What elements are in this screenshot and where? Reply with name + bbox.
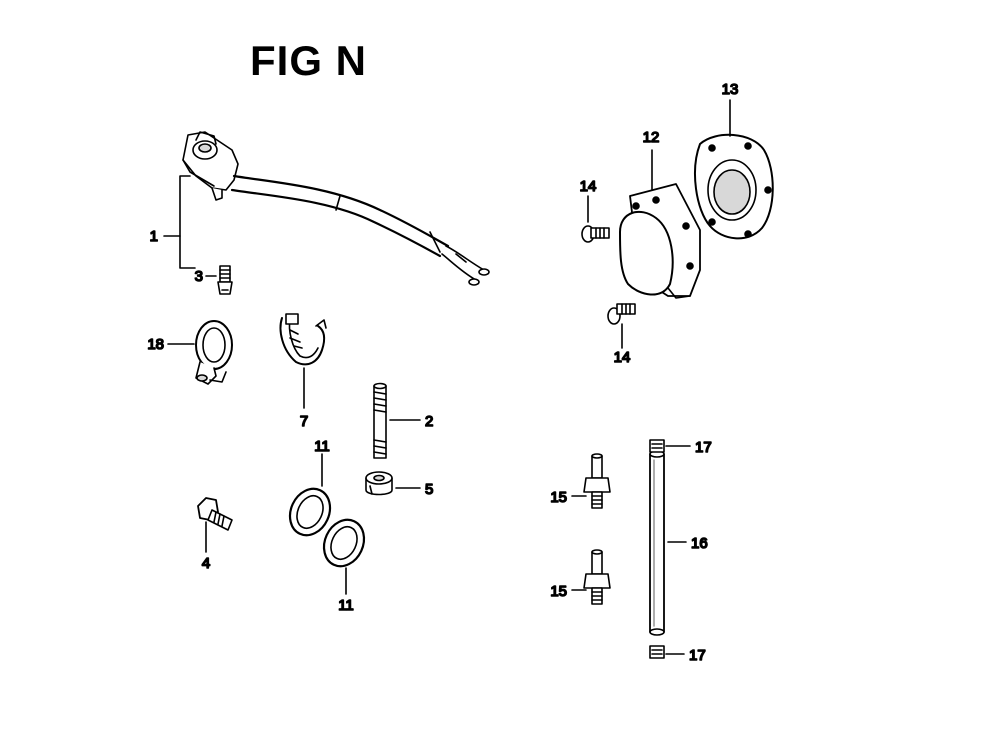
part-4-bolt <box>197 497 233 531</box>
callout-11-upper: 11 <box>314 438 330 455</box>
part-18-hose-clamp <box>195 320 233 385</box>
part-17-clip-lower <box>649 645 665 659</box>
callout-3: 3 <box>195 268 203 285</box>
part-12-cover <box>619 183 701 299</box>
part-5-grommet <box>365 471 393 496</box>
callout-11-lower: 11 <box>338 597 354 614</box>
callout-15-lower: 15 <box>550 583 567 600</box>
callout-15-upper: 15 <box>550 489 567 506</box>
callout-14-upper: 14 <box>580 178 597 195</box>
part-2-stud <box>373 382 387 459</box>
callout-1: 1 <box>150 228 158 245</box>
part-11-gasket-upper <box>288 487 332 537</box>
part-15-fitting-upper <box>583 453 611 509</box>
part-1-cable-assembly <box>182 131 490 286</box>
figure-title: FIG N <box>250 37 367 84</box>
callout-17-lower: 17 <box>689 647 706 664</box>
callout-2: 2 <box>425 413 433 430</box>
callout-18: 18 <box>147 336 164 353</box>
callout-5: 5 <box>425 481 433 498</box>
part-14-screw-lower <box>607 303 636 325</box>
callout-4: 4 <box>202 555 210 572</box>
callout-12: 12 <box>643 129 660 146</box>
callout-bracket-1 <box>179 175 196 269</box>
part-16-tube <box>649 450 665 636</box>
callout-16: 16 <box>691 535 708 552</box>
part-3-screw <box>217 265 233 295</box>
callout-7: 7 <box>300 413 308 430</box>
part-13-flange <box>694 133 774 240</box>
part-17-clip-upper <box>649 439 665 453</box>
callout-17-upper: 17 <box>695 439 712 456</box>
part-11-gasket-lower <box>322 518 366 568</box>
part-7-clip <box>279 313 327 366</box>
part-14-screw-upper <box>581 225 610 243</box>
callout-14-lower: 14 <box>614 349 631 366</box>
callout-13: 13 <box>722 81 739 98</box>
part-15-fitting-lower <box>583 549 611 605</box>
